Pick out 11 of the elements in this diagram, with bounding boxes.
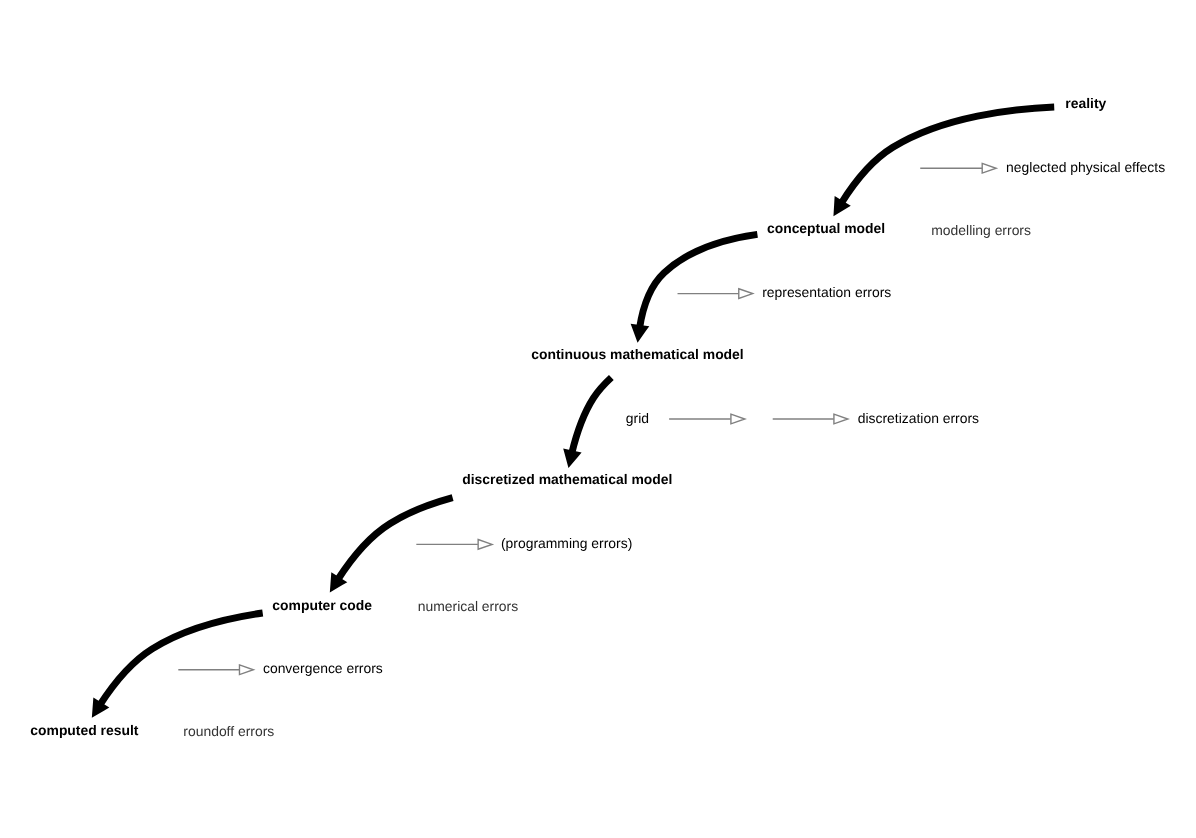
arrow [919,162,999,175]
arrow [329,494,454,593]
arrow [833,103,1055,217]
arrow [563,374,614,468]
arrow [772,413,850,425]
arrow [177,663,256,676]
arrow [676,287,755,300]
arrow [91,609,264,718]
arrow [668,413,747,425]
arrow [415,538,495,551]
arrow [630,230,758,343]
